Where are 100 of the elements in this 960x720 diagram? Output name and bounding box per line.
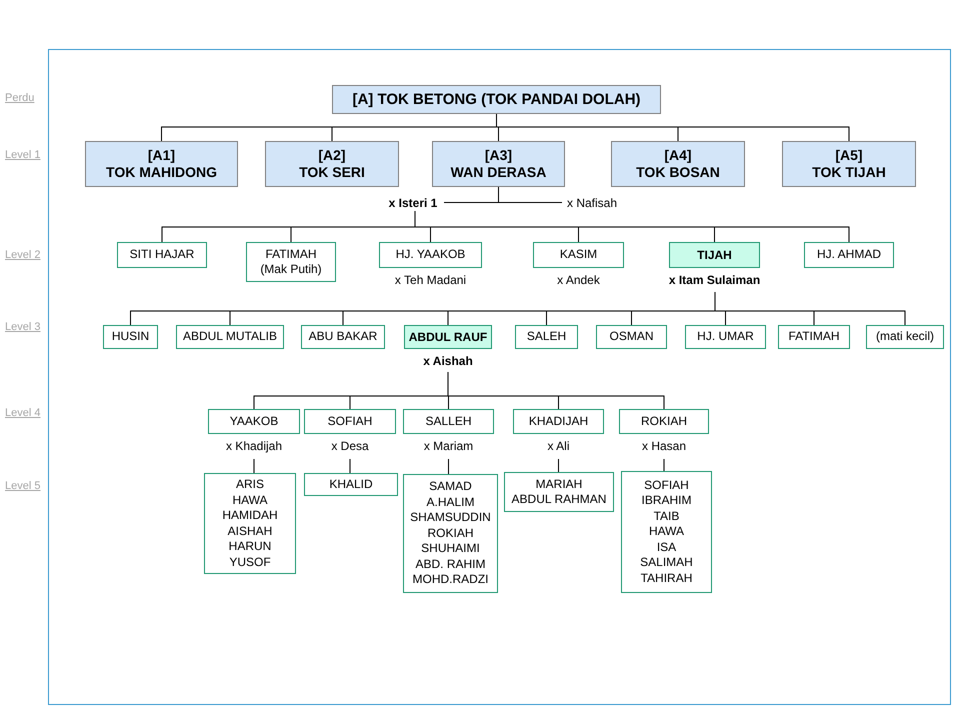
connector-line [714,292,906,326]
spouse-label: x Teh Madani [394,273,466,287]
person-box [117,242,207,268]
level-label: Level 3 [5,321,40,333]
person-name: HJ. UMAR [697,329,754,345]
person-name: (mati kecil) [876,329,934,345]
person-name: KHALID [329,476,373,492]
person-name: A.HALIM [426,494,474,510]
person-name: ROKIAH [640,414,687,430]
ancestor-box [432,141,565,187]
person-name: YUSOF [229,554,271,570]
person-box [804,242,894,268]
person-name: SHAMSUDDIN [410,510,491,526]
person-box [246,242,336,282]
person-box [379,242,482,268]
person-name: HUSIN [112,329,150,345]
ancestor-box [782,141,916,187]
person-box [176,325,284,349]
person-name: HAWA [232,492,268,508]
person-box [685,325,766,349]
person-box [304,473,398,496]
person-name: ABD. RAHIM [415,556,486,572]
person-name: ABDUL RAUF [408,330,488,344]
person-name: [A5] [835,147,863,164]
person-name: SOFIAH [644,478,689,494]
person-name: [A] TOK BETONG (TOK PANDAI DOLAH) [352,91,641,108]
level-label: Level 5 [5,480,40,492]
person-box [515,325,578,349]
person-box [619,409,709,434]
person-name: ABDUL MUTALIB [182,329,278,345]
person-name: HJ. AHMAD [816,247,881,263]
ancestor-box [332,85,661,114]
person-name: TOK SERI [299,164,365,181]
person-box [103,325,158,349]
person-box [403,409,494,434]
person-name: HAMIDAH [222,508,278,524]
person-name: [A1] [148,147,176,164]
ancestor-box [85,141,238,187]
person-name: ABDUL RAHMAN [512,492,606,508]
person-name: TIJAH [697,248,732,262]
connector-line [498,186,562,203]
spouse-label: x Itam Sulaiman [668,273,760,287]
level-label: Perdu [5,92,34,104]
person-name: KASIM [560,247,598,263]
person-name: OSMAN [609,329,654,345]
person-box [621,471,712,593]
person-name: SHUHAIMI [421,541,480,557]
person-box [301,325,385,349]
person-name: KHADIJAH [528,414,588,430]
person-name: ARIS [236,477,264,492]
connector-line [558,458,559,472]
person-name: FATIMAH (Mak Putih) [259,246,323,278]
person-name: TOK MAHIDONG [106,164,217,181]
person-box [866,325,944,349]
person-name: SALEH [526,329,566,345]
spouse-label: x Ali [548,439,570,453]
person-box [404,325,492,349]
person-name: SALLEH [425,414,472,430]
spouse-label: x Aishah [423,354,473,368]
person-name: WAN DERASA [450,164,546,181]
connector-line [448,458,449,474]
connector-line [448,372,664,410]
person-name: AISHAH [228,524,272,539]
person-name: TOK BOSAN [636,164,720,181]
spouse-label: x Khadijah [226,439,282,453]
spouse-label: x Mariam [424,439,474,453]
person-name: IBRAHIM [641,493,692,509]
person-name: TAIB [654,508,680,524]
person-box [669,242,760,268]
ancestor-box [265,141,399,187]
person-name: ABU BAKAR [308,329,378,345]
spouse-label: x Andek [557,273,600,287]
person-name: SOFIAH [328,414,372,430]
spouse-label: x Hasan [642,439,686,453]
person-name: [A4] [664,147,692,164]
person-name: MOHD.RADZI [412,572,488,588]
person-box [778,325,850,349]
level-label: Level 1 [5,149,40,161]
person-box [596,325,667,349]
person-name: HAWA [648,524,684,540]
person-name: YAAKOB [230,414,278,430]
ancestor-box [611,141,745,187]
person-box [304,409,396,434]
person-box [403,474,498,593]
spouse-label: x Desa [331,439,369,453]
person-name: HARUN [228,539,272,554]
person-name: SALIMAH [640,555,693,571]
person-name: SAMAD [429,479,472,495]
person-name: HJ. YAAKOB [396,247,466,263]
person-box [204,473,296,574]
person-box [533,242,624,268]
person-box [208,409,300,434]
person-box [504,472,614,512]
person-name: [A3] [484,147,512,164]
person-name: FATIMAH [788,329,840,345]
person-box [513,409,604,434]
person-name: MARIAH [536,476,582,492]
person-name: TAHIRAH [640,570,692,586]
level-label: Level 2 [5,249,40,261]
level-label: Level 4 [5,407,40,419]
